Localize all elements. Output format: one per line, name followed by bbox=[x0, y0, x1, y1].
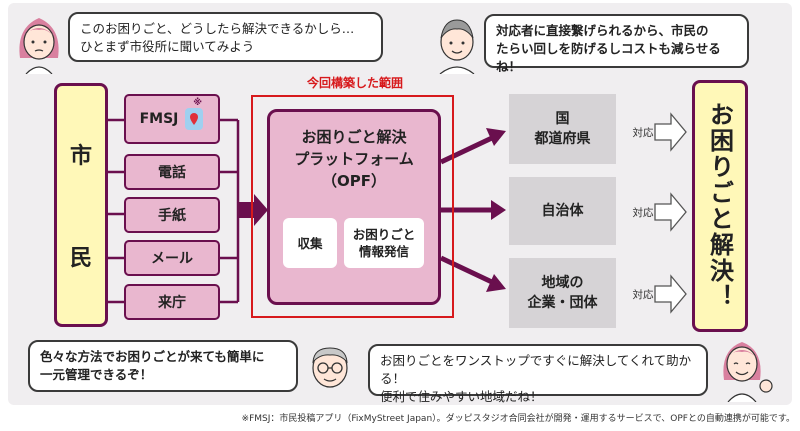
opf-info-label: お困りごと bbox=[352, 227, 416, 242]
channel-letter: 手紙 bbox=[124, 197, 220, 233]
opf-title-line: プラットフォーム bbox=[294, 150, 414, 168]
target-local-companies: 地域の 企業・団体 bbox=[509, 258, 616, 328]
opf-title-line: お困りごと解決 bbox=[301, 128, 407, 146]
target-label: 自治体 bbox=[541, 203, 584, 219]
bubble-text: 対応者に直接繋げられるから、市民の たらい回しを防げるしコストも減らせるね！ bbox=[496, 23, 721, 74]
channel-label: 来庁 bbox=[158, 295, 186, 311]
opf-info-box: お困りごと 情報発信 bbox=[344, 218, 424, 268]
opf-info-label: 情報発信 bbox=[358, 244, 409, 259]
footnote: ※FMSJ：市民投稿アプリ（FixMyStreet Japan）。ダッピスタジオ… bbox=[241, 414, 795, 424]
opf-platform-box bbox=[267, 109, 441, 305]
bubble-text: このお困りごと、どうしたら解決できるかしら… ひとまず市役所に聞いてみよう bbox=[80, 21, 355, 54]
citizen-box: 市 民 bbox=[54, 83, 108, 327]
speech-bubble-staff-benefit: 対応者に直接繋げられるから、市民の たらい回しを防げるしコストも減らせるね！ bbox=[484, 14, 749, 74]
opf-title-line: （OPF） bbox=[322, 172, 386, 190]
citizen-label-1: 市 bbox=[69, 144, 92, 169]
result-text: お困りごと解決！ bbox=[705, 102, 734, 310]
channel-label: FMSJ bbox=[139, 111, 179, 127]
opf-collect-box: 収集 bbox=[283, 218, 337, 268]
bubble-text: 色々な方法でお困りごとが来ても簡単に 一元管理できるぞ！ bbox=[40, 349, 265, 382]
target-label: 地域の bbox=[541, 275, 584, 291]
bubble-text: お困りごとをワンストップですぐに解決してくれて助かる！ 便利で住みやすい地域だね… bbox=[380, 353, 692, 404]
footnote-mark: ※ bbox=[193, 98, 202, 108]
result-box: お困りごと解決！ bbox=[692, 80, 748, 332]
target-national-prefecture: 国 都道府県 bbox=[509, 94, 616, 164]
woman-thinking-icon bbox=[19, 18, 59, 74]
map-pin-icon bbox=[185, 108, 204, 130]
elderly-staff-icon bbox=[439, 19, 475, 74]
channel-label: 手紙 bbox=[158, 208, 186, 224]
channel-email: メール bbox=[124, 240, 220, 276]
target-label: 企業・団体 bbox=[527, 295, 598, 311]
speech-bubble-citizen-satisfied: お困りごとをワンストップですぐに解決してくれて助かる！ 便利で住みやすい地域だね… bbox=[368, 344, 708, 404]
channel-phone: 電話 bbox=[124, 154, 220, 190]
elderly-man-glasses-icon bbox=[312, 347, 348, 388]
target-label: 都道府県 bbox=[534, 131, 591, 147]
response-label-3: 対応 bbox=[632, 289, 654, 301]
channel-visit: 来庁 bbox=[124, 284, 220, 320]
speech-bubble-admin-benefit: 色々な方法でお困りごとが来ても簡単に 一元管理できるぞ！ bbox=[28, 340, 298, 392]
response-label-2: 対応 bbox=[632, 207, 654, 219]
response-label-1: 対応 bbox=[632, 127, 654, 139]
scope-label: 今回構築した範囲 bbox=[306, 76, 403, 90]
speech-bubble-citizen-question: このお困りごと、どうしたら解決できるかしら… ひとまず市役所に聞いてみよう bbox=[68, 12, 383, 62]
target-label: 国 bbox=[555, 111, 570, 127]
scope-frame bbox=[251, 95, 454, 318]
citizen-label-2: 民 bbox=[69, 246, 92, 271]
woman-thumbs-up-icon bbox=[723, 342, 773, 402]
target-municipality: 自治体 bbox=[509, 177, 616, 245]
channel-fmsj: FMSJ ※ bbox=[124, 94, 220, 144]
channel-label: 電話 bbox=[158, 165, 186, 181]
opf-collect-label: 収集 bbox=[297, 235, 323, 251]
channel-label: メール bbox=[151, 251, 193, 267]
opf-title: お困りごと解決 プラットフォーム （OPF） bbox=[267, 126, 441, 192]
